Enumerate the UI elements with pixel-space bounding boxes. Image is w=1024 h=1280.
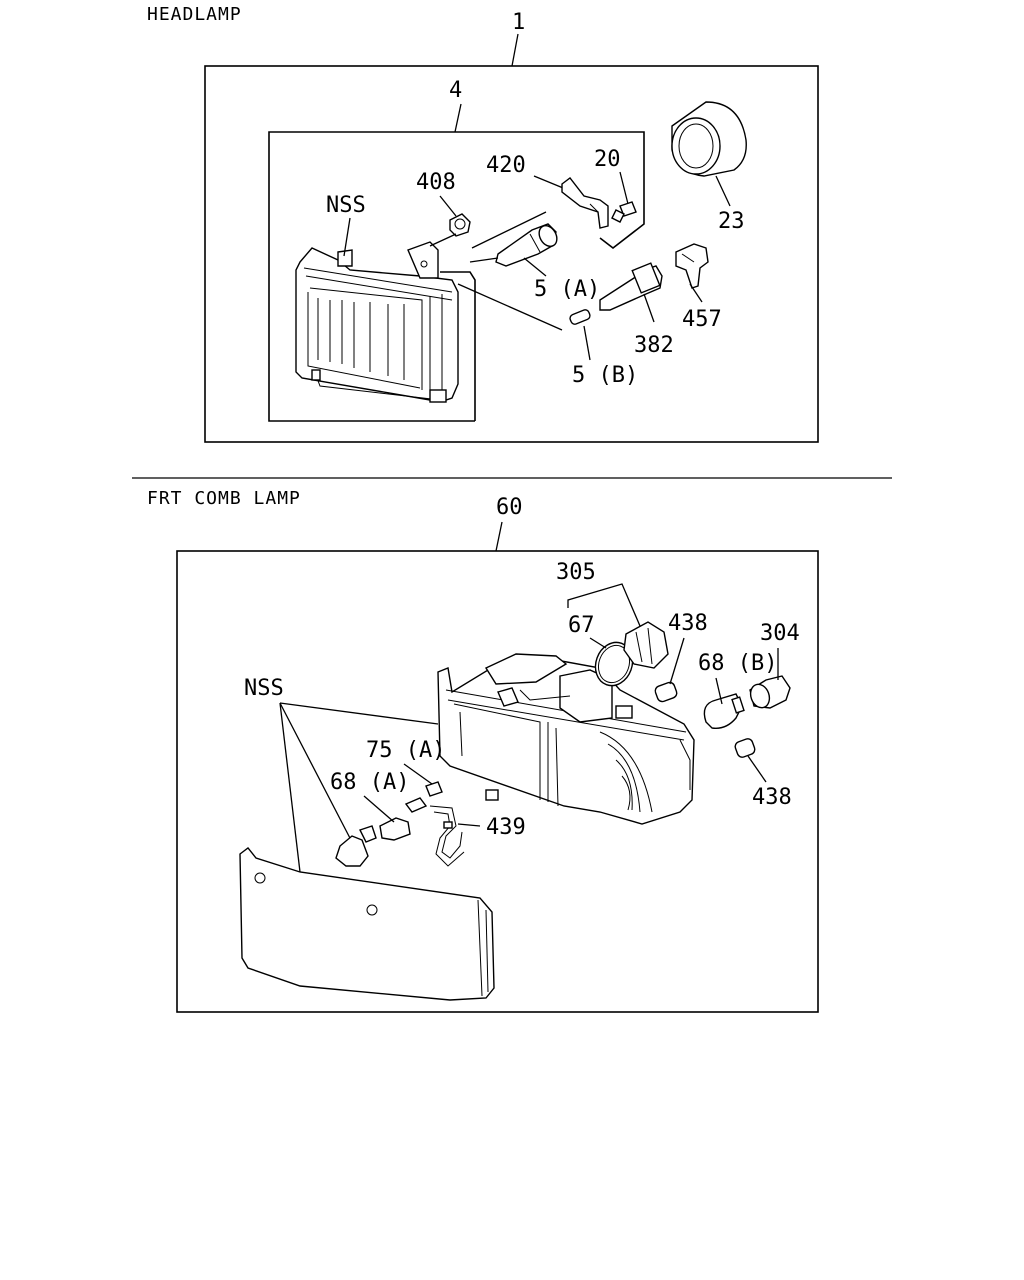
label-438-lower: 438: [752, 785, 792, 810]
headlamp-section: HEADLAMP 1 4: [147, 4, 819, 443]
label-20: 20: [594, 147, 621, 172]
label-68a: 68 (A): [330, 770, 409, 795]
comb-lamp-lens: [239, 847, 495, 1001]
headlamp-assembly-frame: [204, 65, 819, 443]
part-438-grommet-upper: [654, 681, 678, 703]
label-304: 304: [760, 621, 800, 646]
label-408: 408: [416, 170, 456, 195]
headlamp-unit-frame: [268, 131, 645, 422]
part-438-grommet-lower: [734, 738, 756, 758]
label-305: 305: [556, 560, 596, 585]
part-305-socket: [623, 621, 669, 669]
part-304-socket: [749, 675, 791, 709]
part-75a-screw: [404, 781, 443, 813]
comb-lamp-housing: [437, 653, 695, 825]
part-5a-bulb: [495, 223, 558, 267]
label-420: 420: [486, 153, 526, 178]
headlamp-housing: [295, 241, 459, 403]
label-5a: 5 (A): [534, 277, 600, 302]
part-408-cap: [449, 213, 471, 237]
part-5b-bulb: [569, 309, 591, 325]
part-23-ring: [671, 101, 747, 177]
frt-comb-lamp-title: FRT COMB LAMP: [147, 488, 301, 509]
part-382-bulb: [599, 262, 663, 311]
label-23: 23: [718, 209, 745, 234]
label-382: 382: [634, 333, 674, 358]
comb-lamp-assembly-frame: [176, 550, 819, 1013]
part-439-wire: [429, 805, 465, 867]
label-5b: 5 (B): [572, 363, 638, 388]
label-4: 4: [449, 78, 462, 103]
label-nss-headlamp: NSS: [326, 193, 366, 218]
part-68b-bulb: [703, 693, 745, 729]
part-68a-socket: [335, 817, 411, 867]
part-67-oring: [594, 641, 634, 687]
label-67: 67: [568, 613, 595, 638]
label-457: 457: [682, 307, 722, 332]
label-68b: 68 (B): [698, 651, 777, 676]
label-439: 439: [486, 815, 526, 840]
part-420-bracket: [561, 177, 609, 229]
label-1: 1: [512, 10, 525, 35]
label-75a: 75 (A): [366, 738, 445, 763]
frt-comb-lamp-section: FRT COMB LAMP 60: [147, 488, 819, 1013]
part-20-screw: [611, 201, 637, 223]
part-457-socket: [675, 243, 709, 289]
headlamp-title: HEADLAMP: [147, 4, 242, 25]
label-nss-comb-lamp: NSS: [244, 676, 284, 701]
label-60: 60: [496, 495, 523, 520]
label-438-upper: 438: [668, 611, 708, 636]
